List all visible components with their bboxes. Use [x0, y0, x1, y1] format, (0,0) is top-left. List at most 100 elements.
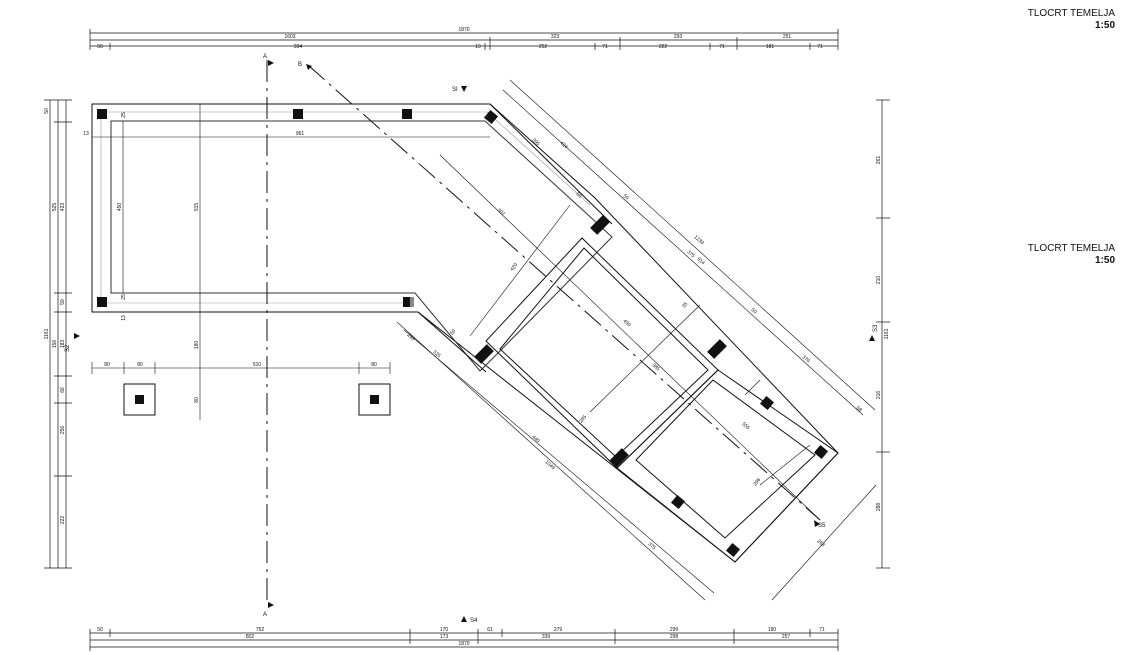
- dim-top-row3: 934: [294, 44, 303, 50]
- dim-diagonal: 307: [496, 207, 506, 217]
- dim-diagonal: 1239: [693, 234, 705, 246]
- dim-bottom-row2: 257: [782, 634, 791, 640]
- column: [609, 448, 629, 468]
- column: [402, 109, 412, 119]
- pad-footing: [123, 383, 156, 416]
- arrow-icon: [461, 616, 467, 622]
- column: [97, 297, 107, 307]
- dim-interior: 80: [137, 362, 143, 368]
- pad-footing-column: [370, 395, 379, 404]
- foundation-diagonal-strip: [417, 103, 613, 373]
- dim-diagonal: 263: [816, 538, 826, 548]
- dim-left: 156: [52, 340, 58, 349]
- dim-bottom-row2: 173: [440, 634, 449, 640]
- column: [410, 297, 414, 307]
- dim-interior: 450: [117, 203, 123, 212]
- dim-top-row2: 1603: [284, 34, 295, 40]
- dim-interior: 80: [371, 362, 377, 368]
- dim-diagonal: 525: [432, 349, 442, 359]
- foundation-outline-inner: [110, 120, 613, 372]
- dim-bottom-total: 1870: [458, 641, 469, 647]
- dim-interior: 13: [83, 131, 89, 137]
- bottom-dimension-chain: [89, 629, 839, 651]
- dim-bottom-row1: 71: [819, 627, 825, 633]
- dim-left: 222: [60, 516, 66, 525]
- pad-footing-column: [135, 395, 144, 404]
- dim-interior: 515: [194, 203, 200, 212]
- dim-diagonal: 50: [622, 193, 630, 201]
- foundation-strip-centerline: [100, 111, 591, 304]
- section-s4-label: S4: [470, 618, 478, 624]
- dim-right: 288: [876, 503, 882, 512]
- dim-diagonal: 385: [651, 362, 661, 372]
- dim-interior: 25: [121, 112, 127, 118]
- dim-bottom-row1: 61: [487, 627, 493, 633]
- dim-left: 423: [60, 203, 66, 212]
- dim-left: 66: [60, 387, 66, 393]
- section-s2-label: S2: [65, 344, 71, 352]
- dim-diagonal: 58: [855, 405, 863, 413]
- dim-top-row3: 252: [539, 44, 548, 50]
- drawing-title-1: TLOCRT TEMELJA 1:50: [1028, 8, 1115, 32]
- drawing-title-scale: 1:50: [1094, 20, 1115, 31]
- dim-top-row3: 71: [602, 44, 608, 50]
- dim-interior: 180: [194, 341, 200, 350]
- section-s1-label: SI: [452, 87, 458, 93]
- dim-left: 1161: [44, 328, 50, 339]
- dim-interior: 13: [121, 315, 127, 321]
- top-dimension-chain: [89, 29, 839, 50]
- dim-bottom-row2: 298: [670, 634, 679, 640]
- dim-diagonal: 375: [686, 249, 696, 259]
- column: [293, 109, 303, 119]
- section-s5-label: S5: [818, 523, 826, 529]
- arrow-icon: [461, 86, 467, 92]
- dim-bottom-row1: 752: [256, 627, 265, 633]
- dim-bottom-row1: 170: [440, 627, 449, 633]
- dim-diagonal: 379: [801, 354, 811, 364]
- dim-top-row2: 323: [551, 34, 560, 40]
- dim-left: 256: [60, 426, 66, 435]
- column: [707, 339, 727, 359]
- right-dimension-chain: [876, 99, 890, 569]
- dim-diagonal: 50: [575, 191, 583, 199]
- arrow-icon: [306, 64, 312, 70]
- dim-right: 210: [876, 276, 882, 285]
- drawing-title-2: TLOCRT TEMELJA 1:50: [1028, 243, 1115, 267]
- column: [813, 444, 829, 460]
- dim-bottom-row1: 190: [768, 627, 777, 633]
- foundation-outline-outer: [91, 103, 839, 563]
- dim-top-row3: 71: [719, 44, 725, 50]
- dim-left: 59: [60, 299, 66, 305]
- dim-interior: 510: [253, 362, 262, 368]
- dim-diagonal: 296: [752, 477, 762, 487]
- dim-top-row3: 181: [766, 44, 775, 50]
- arrow-icon: [74, 333, 80, 339]
- dim-diagonal: 50: [750, 307, 758, 315]
- arrow-icon: [268, 602, 274, 608]
- dim-interior: 80: [194, 397, 200, 403]
- dim-top-total: 1870: [458, 27, 469, 33]
- dim-diagonal: 555: [741, 421, 751, 431]
- dim-top-row3: 71: [817, 44, 823, 50]
- foundation-room-2-inner: [635, 379, 816, 539]
- dim-bottom-row1: 50: [97, 627, 103, 633]
- dim-diagonal: 440: [531, 434, 541, 444]
- column: [725, 542, 741, 558]
- dim-diagonal: 285: [578, 414, 588, 424]
- dim-bottom-row1: 299: [670, 627, 679, 633]
- diagonal-dimensions: [396, 79, 877, 601]
- foundation-room-2-outer: [616, 369, 839, 563]
- column: [97, 109, 107, 119]
- section-b-label: B: [298, 62, 302, 68]
- foundation-room-1-inner: [499, 247, 709, 458]
- dim-diagonal: 424: [559, 140, 569, 150]
- section-line-b: [307, 64, 821, 521]
- arrow-icon: [814, 520, 820, 527]
- interior-dimensions: [91, 104, 490, 420]
- dim-diagonal: 914: [696, 256, 706, 266]
- dim-bottom-row2: 339: [542, 634, 551, 640]
- dim-diagonal: 450: [622, 318, 632, 328]
- dim-top-row3: 222: [659, 44, 668, 50]
- column: [759, 395, 775, 411]
